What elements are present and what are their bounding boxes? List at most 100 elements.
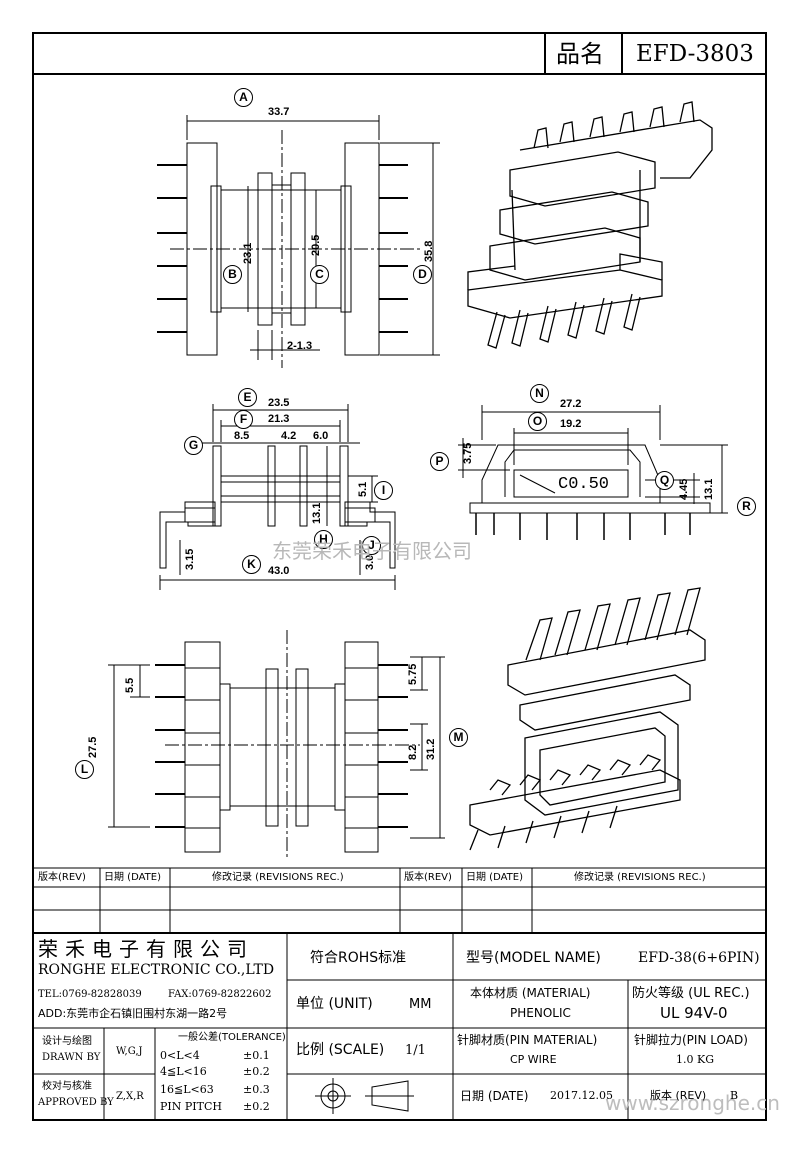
dim-m2: 8.2 bbox=[407, 744, 419, 760]
tol-range-2: 16≦L<63 bbox=[160, 1083, 214, 1096]
rohs-label: 符合ROHS标准 bbox=[310, 950, 407, 966]
watermark-cn: 东莞荣禾电子有限公司 bbox=[272, 539, 472, 563]
drawn-label: 设计与绘图 bbox=[42, 1036, 92, 1047]
label-m: M bbox=[449, 728, 468, 747]
projection-symbol bbox=[315, 1078, 414, 1114]
dim-left: 3.15 bbox=[184, 548, 196, 570]
label-c: C bbox=[310, 265, 329, 284]
rec-col-1: 修改记录 (REVISIONS REC.) bbox=[212, 872, 344, 883]
label-q: Q bbox=[655, 471, 674, 490]
watermark-url: www.szronghe.cn bbox=[605, 1091, 780, 1115]
bottom-view bbox=[108, 630, 445, 860]
material-label: 本体材质 (MATERIAL) bbox=[470, 986, 591, 1000]
dim-n: 27.2 bbox=[560, 398, 582, 410]
dim-o: 19.2 bbox=[560, 418, 582, 430]
dim-g2: 4.2 bbox=[281, 430, 297, 442]
company-fax: FAX:0769-82822602 bbox=[168, 989, 272, 1000]
approved-label: 校对与核准 bbox=[42, 1081, 92, 1092]
label-d: D bbox=[413, 265, 432, 284]
label-o: O bbox=[528, 412, 547, 431]
tolerance-label: 一般公差(TOLERANCE) bbox=[178, 1032, 286, 1043]
model-value: EFD-38(6+6PIN) bbox=[638, 950, 760, 966]
label-r: R bbox=[737, 497, 756, 516]
label-f: F bbox=[234, 410, 253, 429]
label-l: L bbox=[75, 760, 94, 779]
sheet-border bbox=[32, 32, 767, 1121]
chamfer-label: C0.50 bbox=[558, 475, 610, 494]
revision-table bbox=[33, 867, 766, 934]
rec-col-2: 修改记录 (REVISIONS REC.) bbox=[574, 872, 706, 883]
dim-h: 13.1 bbox=[311, 502, 323, 524]
tol-range-1: 4≦L<16 bbox=[160, 1065, 207, 1078]
dim-p: 3.75 bbox=[462, 442, 474, 464]
ul-label: 防火等级 (UL REC.) bbox=[632, 986, 750, 1001]
date-col-2: 日期 (DATE) bbox=[466, 872, 523, 883]
part-number: EFD-3803 bbox=[636, 41, 754, 67]
drawn-label-en: DRAWN BY bbox=[42, 1052, 101, 1063]
pin-material-value: CP WIRE bbox=[510, 1053, 557, 1066]
dim-l: 27.5 bbox=[87, 736, 99, 758]
tol-val-2: ±0.3 bbox=[243, 1083, 270, 1096]
dim-q: 4.45 bbox=[678, 478, 690, 500]
approved-value: Z,X,R bbox=[116, 1091, 144, 1102]
dim-b: 23.1 bbox=[242, 242, 254, 264]
label-n: N bbox=[530, 384, 549, 403]
side-view bbox=[159, 404, 396, 590]
label-e: E bbox=[238, 388, 257, 407]
title-block-lines bbox=[33, 933, 766, 1120]
label-g: G bbox=[184, 436, 203, 455]
name-label: 品名 bbox=[556, 40, 604, 68]
tol-val-3: ±0.2 bbox=[243, 1100, 270, 1113]
dim-pin: 2-1.3 bbox=[287, 340, 313, 352]
pin-load-value: 1.0 KG bbox=[676, 1053, 714, 1066]
drawn-value: W,G,J bbox=[116, 1046, 143, 1057]
label-k: K bbox=[242, 555, 261, 574]
dim-d: 35.8 bbox=[423, 240, 435, 262]
dim-i: 5.1 bbox=[357, 481, 369, 497]
dim-k: 43.0 bbox=[268, 565, 290, 577]
label-p: P bbox=[430, 452, 449, 471]
company-address: ADD:东莞市企石镇旧围村东湖一路2号 bbox=[38, 1007, 228, 1020]
pin-load-label: 针脚拉力(PIN LOAD) bbox=[634, 1033, 748, 1047]
approved-label-en: APPROVED BY bbox=[38, 1097, 114, 1108]
date-label: 日期 (DATE) bbox=[460, 1089, 529, 1103]
tol-val-0: ±0.1 bbox=[243, 1049, 270, 1062]
model-label: 型号(MODEL NAME) bbox=[466, 950, 601, 966]
top-view bbox=[157, 115, 440, 368]
dim-c: 20.5 bbox=[310, 234, 322, 256]
dim-g3: 6.0 bbox=[313, 430, 329, 442]
dim-g1: 8.5 bbox=[234, 430, 250, 442]
pin-material-label: 针脚材质(PIN MATERIAL) bbox=[457, 1033, 598, 1047]
company-tel: TEL:0769-82828039 bbox=[38, 989, 142, 1000]
company-cn: 荣禾电子有限公司 bbox=[38, 937, 254, 961]
unit-label: 单位 (UNIT) bbox=[296, 996, 373, 1012]
dim-a: 33.7 bbox=[268, 106, 290, 118]
ul-value: UL 94V-0 bbox=[660, 1004, 728, 1022]
date-value: 2017.12.05 bbox=[550, 1089, 613, 1102]
iso-view-top bbox=[467, 101, 713, 349]
end-view bbox=[458, 405, 728, 540]
material-value: PHENOLIC bbox=[510, 1006, 571, 1020]
company-en: RONGHE ELECTRONIC CO.,LTD bbox=[38, 962, 275, 978]
rev-col-1: 版本(REV) bbox=[38, 872, 86, 883]
rev-col-2: 版本(REV) bbox=[404, 872, 452, 883]
scale-value: 1/1 bbox=[405, 1043, 426, 1058]
rev-value: B bbox=[730, 1089, 739, 1102]
iso-view-bottom bbox=[469, 587, 706, 851]
label-h: H bbox=[314, 530, 333, 549]
dim-m: 31.2 bbox=[425, 738, 437, 760]
tol-val-1: ±0.2 bbox=[243, 1065, 270, 1078]
scale-label: 比例 (SCALE) bbox=[296, 1042, 385, 1058]
label-b: B bbox=[223, 265, 242, 284]
dim-m1: 5.75 bbox=[407, 663, 419, 685]
unit-value: MM bbox=[409, 997, 432, 1012]
tol-range-0: 0<L<4 bbox=[160, 1049, 200, 1062]
dim-f: 21.3 bbox=[268, 413, 290, 425]
rev-label: 版本 (REV) bbox=[650, 1089, 707, 1102]
dim-r: 13.1 bbox=[703, 478, 715, 500]
dim-e: 23.5 bbox=[268, 397, 290, 409]
label-a: A bbox=[234, 88, 253, 107]
label-j: J bbox=[362, 536, 381, 555]
